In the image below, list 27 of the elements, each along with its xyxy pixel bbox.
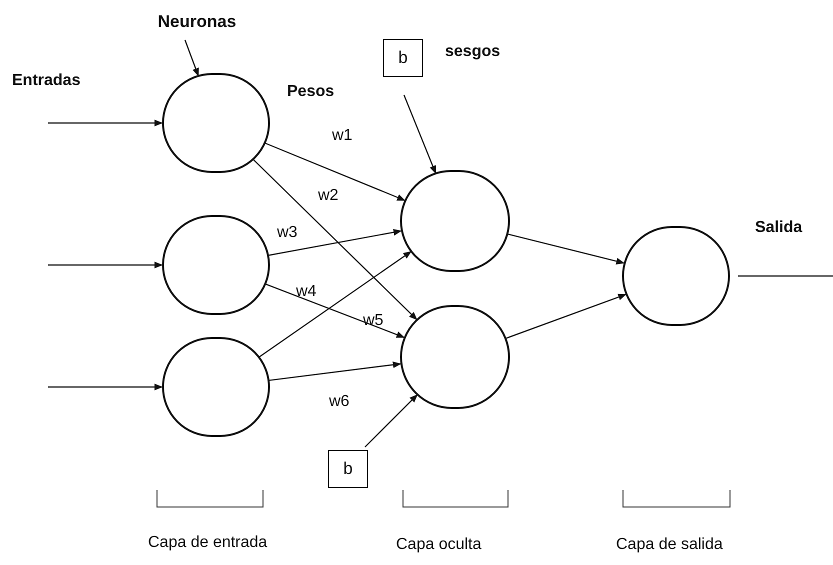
arrow: [364, 394, 418, 448]
arrow: [269, 361, 402, 381]
arrow: [268, 229, 402, 256]
edge-label: w6: [329, 394, 350, 410]
edge-label: w2: [318, 188, 338, 204]
edge-label: w3: [277, 225, 298, 241]
layer-caption: Capa de entrada: [148, 535, 268, 551]
bias-box: b: [383, 39, 423, 77]
bias-box: b: [328, 450, 368, 488]
arrow: [258, 251, 412, 358]
arrow: [265, 142, 406, 201]
text-label: Neuronas: [150, 8, 244, 36]
arrow: [48, 384, 163, 390]
arrow: [252, 158, 418, 320]
layer-caption: Capa de salida: [616, 537, 723, 553]
arrow: [48, 120, 163, 126]
text-label: Entradas: [12, 73, 80, 89]
arrow: [506, 294, 627, 339]
text-label: Pesos: [287, 84, 334, 100]
arrow: [266, 284, 405, 338]
edge-label: w1: [332, 128, 352, 144]
text-label: sesgos: [445, 44, 500, 60]
text-label: Salida: [755, 220, 802, 236]
edge-label: w4: [296, 284, 316, 300]
arrow: [48, 262, 163, 268]
connector-line: [738, 275, 833, 277]
edge-label: w5: [363, 313, 384, 329]
